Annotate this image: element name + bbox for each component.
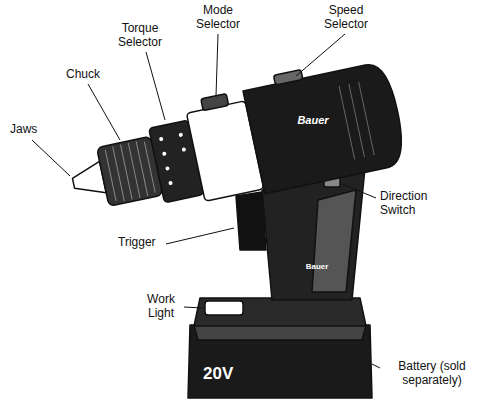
part-label: Torque Selector (110, 22, 170, 50)
speed-selector-shape (273, 70, 302, 86)
battery-pack (188, 325, 372, 398)
brand-text: Bauer (300, 262, 334, 271)
part-label: Direction Switch (380, 190, 450, 218)
voltage-text: 20V (203, 364, 247, 384)
part-label: Speed Selector (316, 4, 376, 32)
trigger-shape (236, 192, 266, 250)
part-label: Mode Selector (188, 4, 248, 32)
part-label: Battery (sold separately) (380, 360, 484, 388)
drill-foot (194, 298, 366, 326)
motor-housing (243, 60, 409, 193)
battery-top (194, 325, 366, 340)
work-light (205, 301, 243, 315)
part-label: Chuck (66, 68, 110, 82)
part-label: Trigger (118, 236, 164, 250)
leader-lines (32, 34, 380, 368)
part-label: Jaws (10, 123, 50, 137)
handle-grip (312, 190, 356, 292)
brand-text: Bauer (293, 114, 333, 127)
mode-selector-shape (201, 94, 229, 111)
part-label: Work Light (140, 293, 182, 321)
